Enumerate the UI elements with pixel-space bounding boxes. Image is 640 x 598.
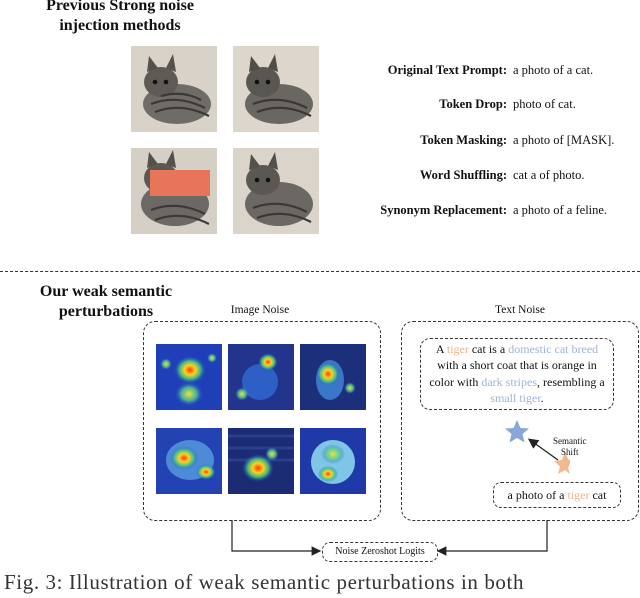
shift-label-line2: Shift (560, 447, 579, 457)
figure-caption: Fig. 3: Illustration of weak semantic pe… (4, 570, 525, 594)
prompt-text-2: cat (589, 488, 607, 502)
heatmap-cat-1 (156, 344, 222, 410)
image-noise-panel (143, 321, 381, 521)
section-divider (0, 271, 640, 272)
desc-text-2: cat is a (468, 342, 509, 356)
weak-perturbation-heading-line1: Our weak semantic (39, 283, 173, 300)
shift-label-line1: Semantic (553, 436, 587, 446)
desc-stripes: dark stripes (481, 374, 537, 389)
method-value-original: a photo of a cat. (513, 63, 594, 77)
cat-image-masked (131, 148, 217, 234)
method-value-token-drop: photo of cat. (513, 97, 576, 111)
mask-patch (150, 170, 210, 196)
method-value-word-shuffling: cat a of photo. (513, 168, 585, 182)
logits-box: Noise Zeroshot Logits (322, 542, 438, 562)
cat-image-original (131, 46, 217, 132)
desc-tiger: tiger (446, 342, 469, 356)
strong-noise-heading-line2: injection methods (59, 17, 181, 34)
desc-text-3: with a short coat that is orange in colo… (429, 358, 597, 389)
heatmap-cat-2 (228, 344, 294, 410)
logits-label: Noise Zeroshot Logits (335, 546, 425, 557)
shift-arrow (527, 438, 559, 461)
weak-perturbation-heading: Our weak semantic perturbations (8, 282, 204, 322)
heatmap-dog-2 (228, 428, 294, 494)
heatmap-dog-3 (300, 428, 366, 494)
cat-image-variant-2 (233, 148, 319, 234)
method-label-word-shuffling: Word Shuffling: (419, 168, 507, 182)
semantic-shift-graphic (505, 420, 570, 474)
image-noise-title: Image Noise (230, 304, 290, 316)
method-label-original: Original Text Prompt: (387, 63, 507, 77)
desc-text-1: A (435, 342, 447, 356)
text-noise-title: Text Noise (495, 304, 545, 316)
desc-text-5: . (540, 391, 544, 406)
prompt-text-1: a photo of a (507, 488, 568, 502)
heatmap-cat-3 (300, 344, 366, 410)
desc-breed: domestic cat breed (508, 342, 599, 356)
text-noise-panel (401, 321, 639, 521)
desc-text-4: , resembling a (537, 374, 605, 389)
method-label-token-drop: Token Drop: (439, 97, 507, 111)
weak-perturbation-heading-line2: perturbations (58, 303, 154, 320)
prompt-box: a photo of a tiger cat (493, 482, 621, 508)
strong-noise-heading: Previous Strong noise injection methods (20, 0, 220, 36)
strong-noise-heading-line1: Previous Strong noise (46, 0, 194, 14)
blue-star-icon (505, 420, 529, 443)
description-box: A tiger cat is a domestic cat breed with… (420, 338, 614, 410)
orange-star-icon (554, 452, 570, 474)
heatmap-dog-1 (156, 428, 222, 494)
method-value-token-masking: a photo of [MASK]. (513, 133, 615, 147)
semantic-shift-label: Semantic Shift (553, 436, 587, 458)
method-label-token-masking: Token Masking: (420, 133, 507, 147)
method-value-synonym: a photo of a feline. (513, 203, 608, 217)
desc-small-tiger: small tiger (490, 391, 541, 406)
prompt-tiger: tiger (567, 488, 590, 502)
cat-image-variant-1 (233, 46, 319, 132)
method-label-synonym: Synonym Replacement: (380, 203, 507, 217)
